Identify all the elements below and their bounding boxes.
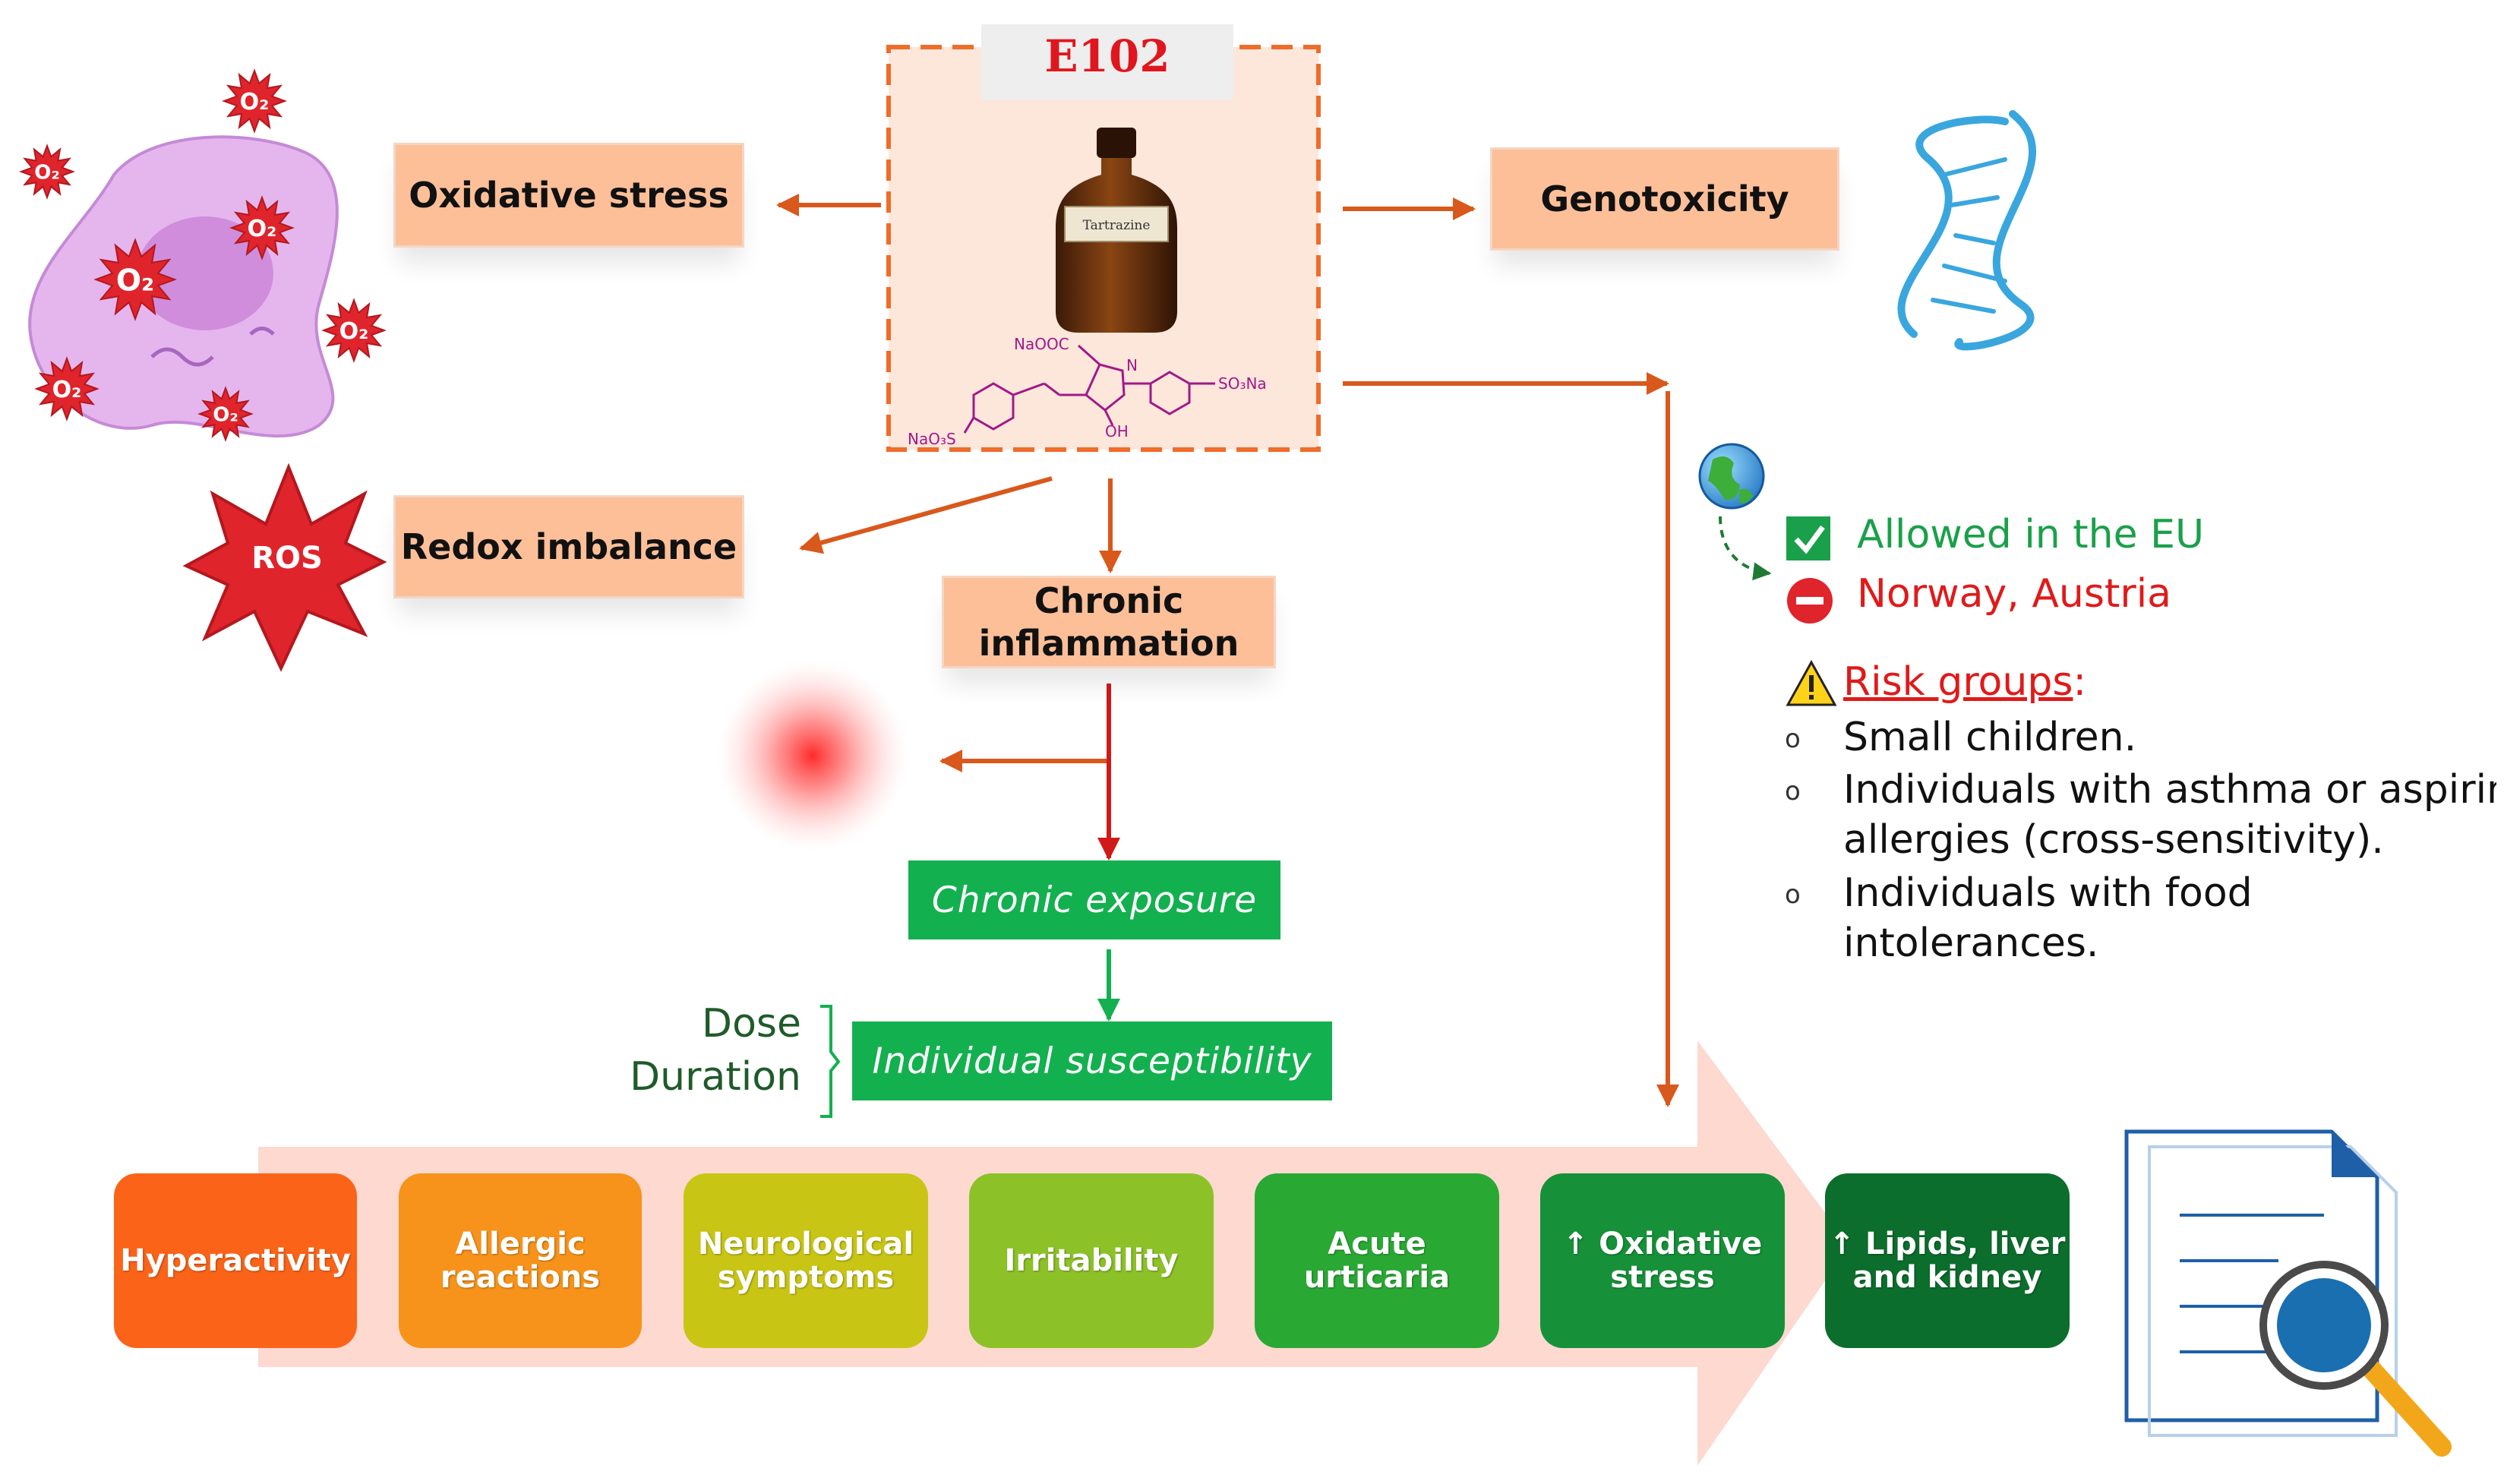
- oxidative-stress-label: Oxidative stress: [409, 175, 729, 216]
- chem-nao3s: NaO₃S: [908, 430, 956, 448]
- risk-bullet-2: o: [1785, 776, 1801, 807]
- outcome-neurological-symptoms: Neurological symptoms: [684, 1173, 928, 1348]
- dose-bracket: [820, 1005, 841, 1118]
- outcome-lipids-liver-kidney: ↑ Lipids, liver and kidney: [1825, 1173, 2070, 1348]
- bottle-label: Tartrazine: [1083, 218, 1151, 233]
- document-search-icon: [2124, 1129, 2452, 1457]
- oxidative-stress-box: Oxidative stress: [393, 143, 744, 248]
- risk-group-3-line1: Individuals with food: [1843, 870, 2253, 916]
- dose-label: Dose: [702, 1001, 801, 1047]
- inflammation-glow: [718, 661, 908, 851]
- risk-groups-colon: :: [2073, 659, 2086, 705]
- redox-imbalance-label: Redox imbalance: [400, 526, 737, 567]
- globe-icon: [1698, 443, 1765, 510]
- risk-groups-title: Risk groups:: [1843, 659, 2086, 705]
- risk-group-3-line2: intolerances.: [1843, 920, 2099, 966]
- risk-bullet-3: o: [1785, 879, 1801, 910]
- outcome-6-line1: ↑ Oxidative: [1562, 1227, 1763, 1261]
- ros-icon: [182, 463, 387, 672]
- o2-burst-icon: [19, 144, 75, 200]
- check-icon: [1786, 516, 1830, 560]
- outcome-hyperactivity: Hyperactivity: [114, 1173, 357, 1348]
- outcome-5-line2: urticaria: [1303, 1260, 1451, 1295]
- outcome-7-line2: and kidney: [1852, 1260, 2042, 1295]
- o2-burst-label: O₂: [213, 404, 238, 427]
- individual-susceptibility-box: Individual susceptibility: [852, 1021, 1332, 1100]
- arrow-to-redox: [799, 476, 1053, 554]
- outcome-2-line1: Allergic: [455, 1227, 586, 1261]
- o2-burst-label: O₂: [52, 377, 82, 403]
- chronic-inflammation-line1: Chronic: [1034, 580, 1184, 621]
- o2-burst-icon: [229, 195, 295, 260]
- genotoxicity-box: Genotoxicity: [1490, 147, 1839, 251]
- o2-burst-label: O₂: [240, 89, 270, 115]
- outcome-2-line2: reactions: [440, 1260, 601, 1295]
- dashed-pointer: [1719, 516, 1772, 581]
- warning-icon: [1786, 659, 1837, 706]
- outcome-irritability: Irritability: [969, 1173, 1214, 1348]
- outcome-3-line1: Neurological: [697, 1227, 914, 1261]
- risk-bullet-1: o: [1785, 724, 1801, 754]
- o2-burst-label: O₂: [34, 162, 60, 185]
- o2-burst-icon: [34, 356, 99, 422]
- outcome-6-line2: stress: [1610, 1260, 1715, 1295]
- o2-burst-label: O₂: [248, 216, 277, 242]
- o2-burst-icon: [93, 238, 177, 321]
- o2-burst-label: O₂: [116, 264, 154, 298]
- outcome-oxidative-stress: ↑ Oxidative stress: [1540, 1173, 1785, 1348]
- chem-naooc: NaOOC: [1014, 335, 1069, 353]
- outcome-acute-urticaria: Acute urticaria: [1255, 1173, 1499, 1348]
- banned-countries-text: Norway, Austria: [1857, 571, 2172, 617]
- risk-group-2-line1: Individuals with asthma or aspirin: [1843, 767, 2496, 813]
- o2-burst-icon: [321, 298, 387, 363]
- risk-groups-label: Risk groups: [1843, 659, 2073, 705]
- risk-group-2-line2: allergies (cross-sensitivity).: [1843, 817, 2384, 863]
- o2-burst-icon: [197, 386, 254, 442]
- outcome-5-line1: Acute: [1328, 1227, 1426, 1261]
- redox-imbalance-box: Redox imbalance: [393, 495, 744, 598]
- outcome-4-line1: Irritability: [1004, 1243, 1179, 1278]
- duration-label: Duration: [630, 1054, 801, 1100]
- chronic-inflammation-line2: inflammation: [978, 623, 1239, 664]
- bottle-icon: [1056, 128, 1177, 333]
- risk-group-1: Small children.: [1843, 715, 2137, 760]
- chronic-exposure-label: Chronic exposure: [931, 879, 1258, 921]
- dna-icon: [1897, 110, 2036, 351]
- o2-burst-icon: [222, 68, 287, 134]
- genotoxicity-label: Genotoxicity: [1540, 178, 1789, 219]
- chem-oh: OH: [1105, 422, 1129, 440]
- chronic-exposure-box: Chronic exposure: [908, 860, 1280, 939]
- ros-label: ROS: [251, 541, 323, 576]
- outcome-1-line1: Hyperactivity: [120, 1243, 351, 1278]
- individual-susceptibility-label: Individual susceptibility: [872, 1040, 1312, 1082]
- banned-icon: [1787, 578, 1833, 624]
- outcome-allergic-reactions: Allergic reactions: [399, 1173, 642, 1348]
- allowed-eu-text: Allowed in the EU: [1857, 512, 2205, 557]
- e102-title: E102: [1044, 30, 1170, 82]
- chem-so3na: SO₃Na: [1218, 374, 1267, 393]
- superoxide-icons: O₂ O₂ O₂ O₂ O₂ O₂ O₂: [19, 68, 387, 442]
- tartrazine-structure: [963, 344, 1215, 434]
- chem-n: N: [1126, 356, 1138, 374]
- outcome-7-line1: ↑ Lipids, liver: [1829, 1227, 2066, 1261]
- chronic-inflammation-box: Chronic inflammation: [942, 576, 1276, 668]
- outcome-3-line2: symptoms: [717, 1260, 895, 1295]
- o2-burst-label: O₂: [339, 318, 369, 345]
